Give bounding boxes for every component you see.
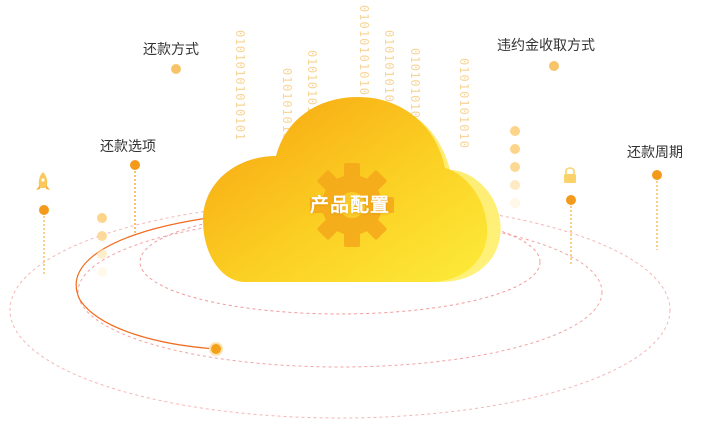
center-title: 产品配置 <box>309 194 390 216</box>
label-repayment-cycle: 还款周期 <box>627 145 683 161</box>
gear-icon <box>310 163 394 247</box>
binary-stream: 01010101010 <box>357 5 371 95</box>
binary-stream: 010101010 <box>408 48 422 118</box>
label-penalty-method: 违约金收取方式 <box>497 38 595 54</box>
binary-stream: 0101010101 <box>382 30 396 110</box>
node-dot <box>171 64 181 74</box>
dot-column-right <box>510 126 520 208</box>
dot-column-left <box>97 213 107 277</box>
rocket-icon <box>36 172 50 190</box>
node-dot <box>566 195 576 205</box>
node-penalty-method <box>549 61 559 140</box>
middle-ring <box>77 216 603 368</box>
inner-ring <box>139 209 541 315</box>
label-repayment-method: 还款方式 <box>143 42 199 58</box>
orbit-dot <box>209 342 223 356</box>
orbit-arc <box>75 216 217 350</box>
node-repayment-cycle <box>652 170 662 250</box>
binary-stream: 01010101010101 <box>233 30 247 140</box>
node-dot <box>652 170 662 180</box>
binary-stream: 01010101010 <box>457 58 471 148</box>
lock-icon <box>564 167 576 183</box>
node-repayment-method <box>171 64 181 135</box>
rocket-marker <box>36 172 50 275</box>
node-dot <box>130 160 140 170</box>
node-repayment-options <box>130 160 140 235</box>
label-repayment-options: 还款选项 <box>100 139 156 155</box>
lock-marker <box>564 167 576 265</box>
cloud-icon <box>203 97 501 282</box>
node-dot <box>39 205 49 215</box>
node-dot <box>549 61 559 71</box>
